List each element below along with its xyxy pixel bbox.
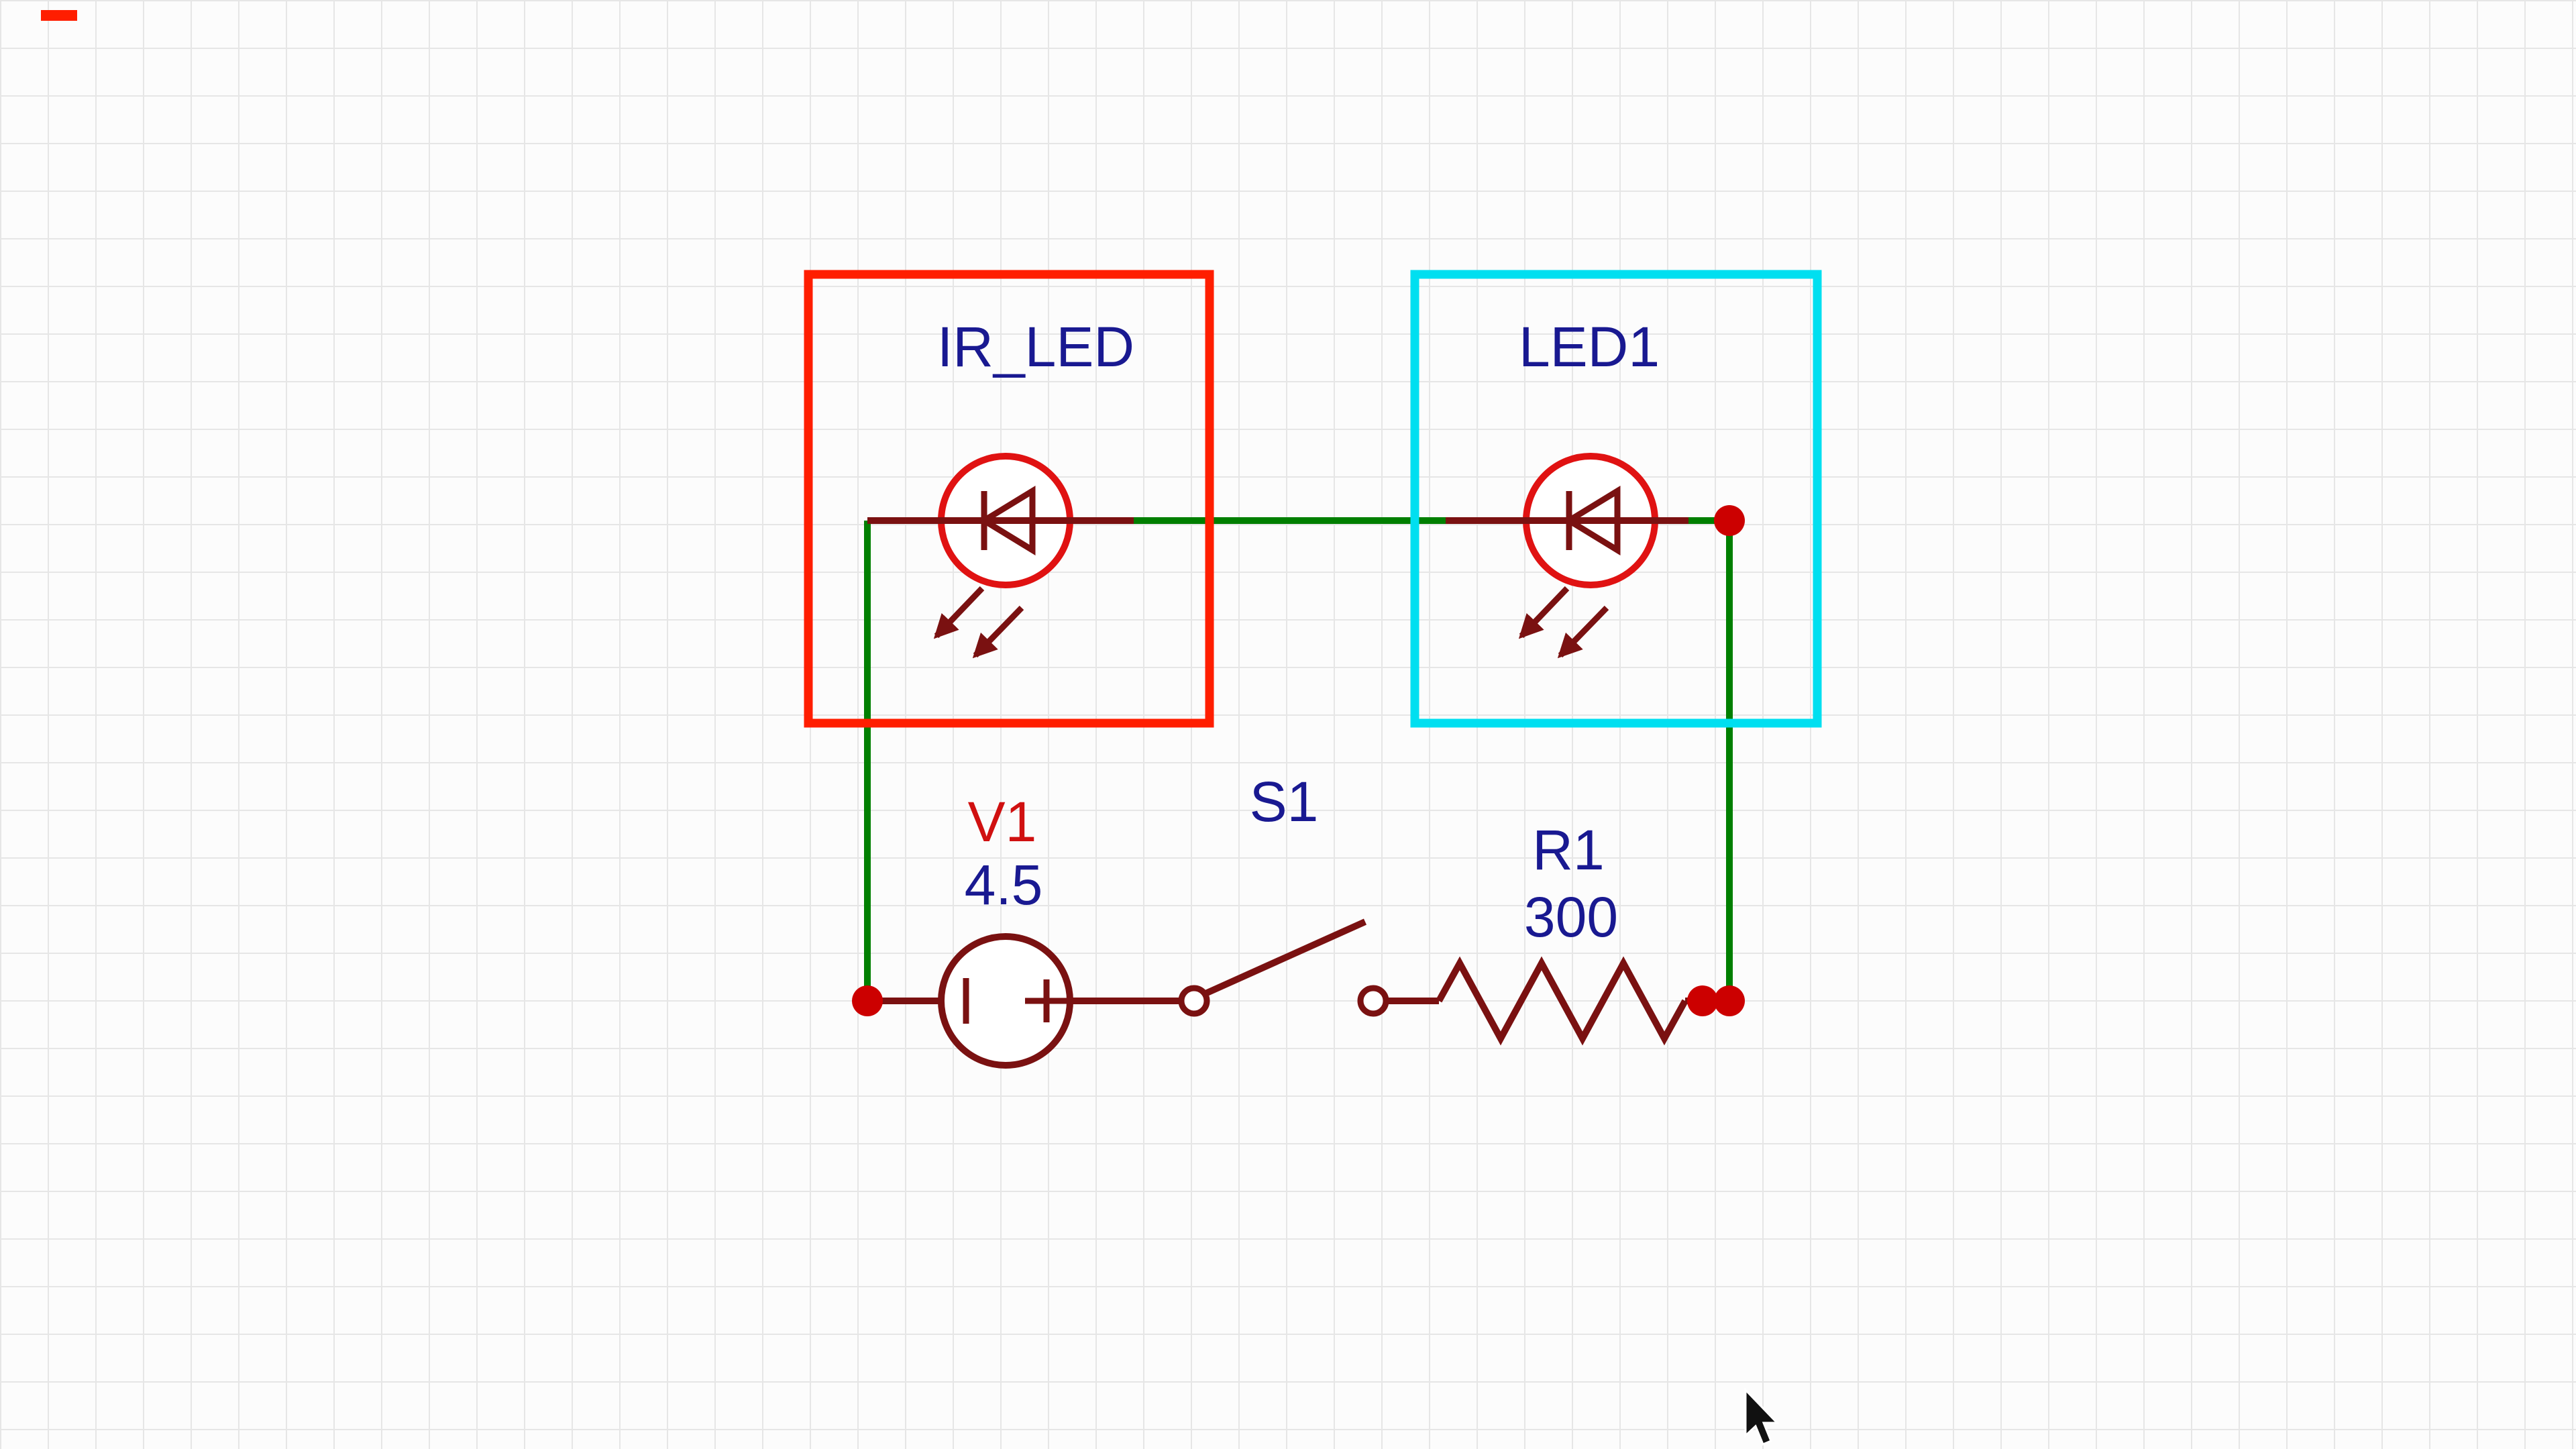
- junction-dot: [1714, 505, 1745, 536]
- emission-arrow-icon: [1557, 605, 1609, 659]
- component-s1-switch[interactable]: [1178, 918, 1389, 1017]
- component-r1-resistor[interactable]: [1436, 956, 1688, 1046]
- ir-led-label[interactable]: IR_LED: [937, 315, 1134, 378]
- mouse-cursor-icon: [1744, 1387, 1780, 1446]
- component-led1[interactable]: [1493, 453, 1688, 659]
- selection-box-ir-led: [804, 270, 1214, 728]
- emission-arrow-icon: [972, 605, 1024, 659]
- junction-dot: [1714, 985, 1745, 1016]
- partial-selection-artifact: [41, 10, 77, 21]
- wire-right-vertical[interactable]: [1688, 517, 1733, 1001]
- junction-dot: [852, 985, 883, 1016]
- junction-dots: [852, 505, 1745, 1016]
- r1-label[interactable]: R1: [1532, 818, 1604, 881]
- diode-triangle: [1563, 485, 1621, 556]
- switch-lever[interactable]: [1203, 918, 1367, 997]
- diode-triangle: [978, 485, 1036, 556]
- component-v1-battery[interactable]: [938, 933, 1073, 1069]
- selection-box-led1: [1410, 270, 1822, 728]
- switch-terminal-left[interactable]: [1178, 985, 1210, 1017]
- switch-terminal-right[interactable]: [1357, 985, 1389, 1017]
- resistor-zigzag[interactable]: [1436, 956, 1688, 1046]
- v1-value[interactable]: 4.5: [965, 853, 1043, 916]
- led1-label[interactable]: LED1: [1519, 315, 1660, 378]
- component-ir-led[interactable]: [908, 453, 1104, 659]
- s1-label[interactable]: S1: [1250, 770, 1319, 833]
- emission-arrow-icon: [933, 586, 985, 639]
- r1-value[interactable]: 300: [1524, 885, 1618, 949]
- v1-label[interactable]: V1: [968, 790, 1037, 853]
- battery-body-circle[interactable]: [938, 933, 1073, 1069]
- junction-dot: [1687, 985, 1718, 1016]
- emission-arrow-icon: [1518, 586, 1570, 639]
